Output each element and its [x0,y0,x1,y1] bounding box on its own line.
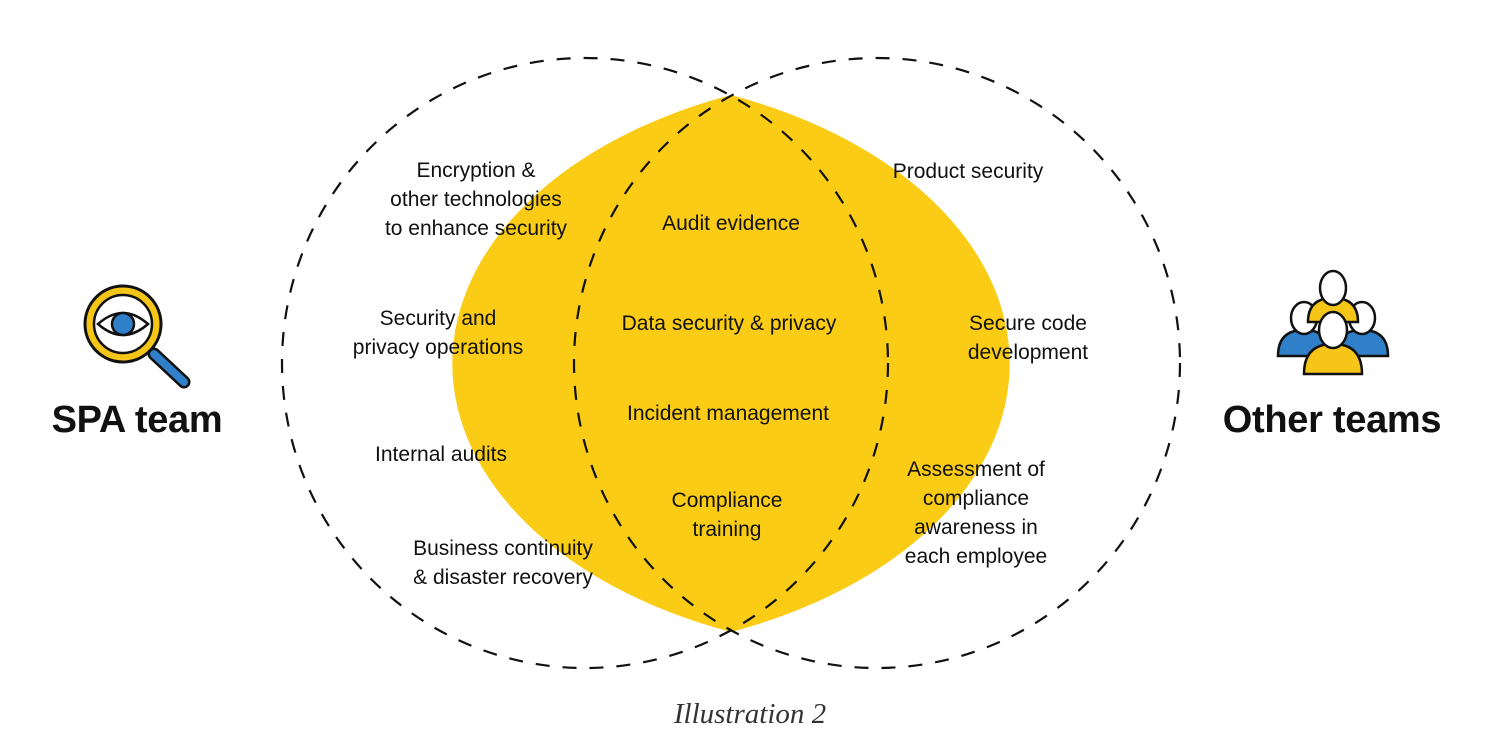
magnifier-eye-icon [83,284,191,389]
shared-item-audit-evidence: Audit evidence [662,212,800,235]
right-item-secure-code: Secure code development [967,312,1089,364]
shared-item-compliance-training: Compliance training [671,489,783,541]
left-item-internal-audits: Internal audits [375,443,507,466]
left-item-business-continuity: Business continuity & disaster recovery [413,537,593,589]
right-item-product-security: Product security [892,160,1044,183]
overlap-region [452,95,1010,632]
shared-item-data-security: Data security & privacy [621,312,837,335]
right-team-label: Other teams [1222,399,1442,441]
left-item-operations: Security and privacy operations [352,307,524,359]
left-item-encryption: Encryption & other technologies to enhan… [384,159,568,240]
shared-item-incident-management: Incident management [627,402,829,425]
people-group-icon [1276,269,1390,376]
right-circle [572,56,1182,670]
left-team-label: SPA team [51,399,223,441]
left-circle [280,56,890,670]
right-item-compliance-assessment: Assessment of compliance awareness in ea… [904,458,1048,568]
figure-caption: Illustration 2 [673,698,827,730]
